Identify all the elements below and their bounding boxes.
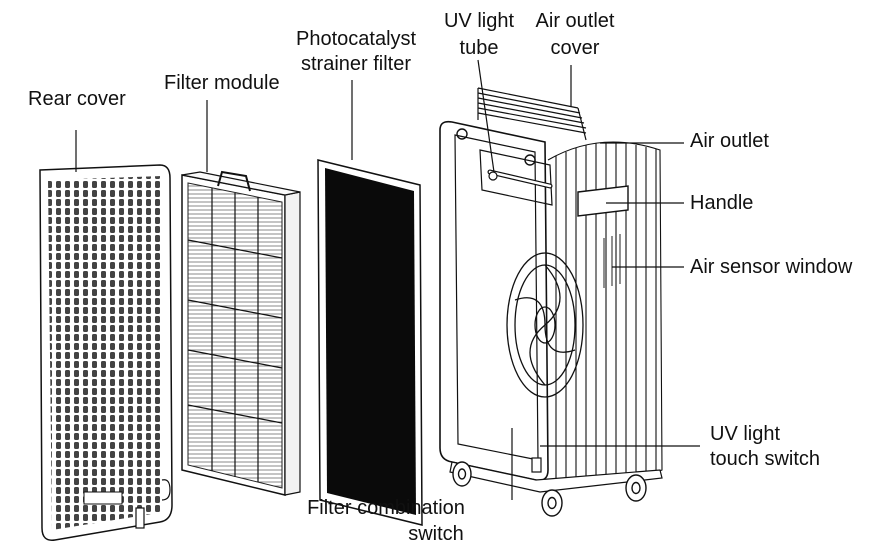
rear-cover-panel: [39, 164, 173, 541]
label-filter-switch-line2: switch: [408, 523, 464, 545]
label-uv-switch-line1: UV light: [710, 423, 781, 445]
sensor-window: [595, 234, 621, 290]
label-photocatalyst-line2: strainer filter: [300, 53, 412, 75]
label-outlet-cover-line2: cover: [550, 37, 600, 59]
label-uv-switch-line2: touch switch: [710, 448, 821, 470]
label-air-outlet: Air outlet: [690, 130, 769, 152]
outlet-cover-slats: [477, 87, 587, 141]
label-uv-tube-line2: tube: [459, 37, 499, 59]
label-air-sensor-window: Air sensor window: [690, 256, 853, 278]
leader-uv-tube: [477, 59, 495, 173]
label-photocatalyst-line1: Photocatalyst: [296, 28, 417, 50]
photocatalyst-filter-panel: [317, 159, 423, 526]
label-rear-cover: Rear cover: [28, 88, 126, 110]
wheels: [452, 461, 647, 517]
filter-module-box: [181, 170, 301, 496]
label-uv-tube-line1: UV light: [443, 10, 515, 32]
label-filter-module: Filter module: [164, 72, 280, 94]
label-handle: Handle: [690, 192, 754, 214]
label-filter-switch-line1: Filter combination: [307, 497, 465, 519]
fan-rotor: [506, 252, 584, 398]
leader-lines: [75, 59, 700, 500]
purifier-body: [439, 87, 663, 517]
label-outlet-cover-line1: Air outlet: [535, 10, 615, 32]
